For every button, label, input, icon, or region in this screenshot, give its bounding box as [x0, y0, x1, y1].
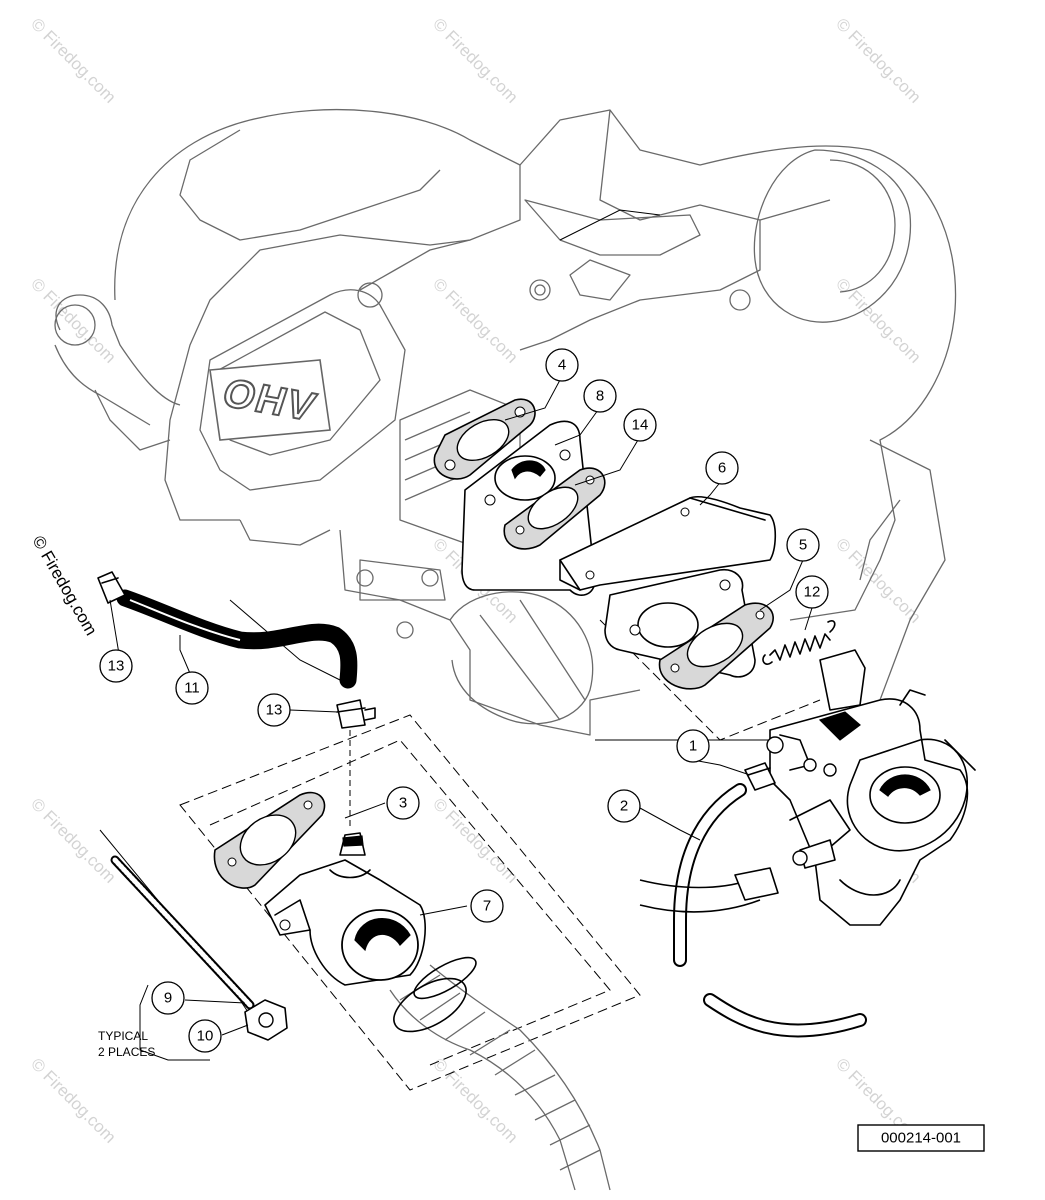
watermark-side-text: © Firedog.com — [29, 533, 101, 639]
watermark: © Firedog.com — [832, 274, 924, 366]
nut-part-10 — [244, 999, 288, 1041]
watermark: © Firedog.com — [429, 274, 521, 366]
bolt-part-9 — [110, 855, 255, 1010]
watermark: © Firedog.com — [27, 1054, 119, 1146]
callout-2: 2 — [607, 789, 641, 823]
clamp-part-13-center — [336, 699, 376, 729]
gasket-part-4 — [433, 398, 536, 480]
callout-8: 8 — [583, 379, 617, 413]
bracket-part-6 — [559, 495, 777, 591]
callout-9: 9 — [151, 981, 185, 1015]
callout-11-label: 11 — [184, 680, 200, 697]
callout-14: 14 — [623, 408, 657, 442]
typical-note-line2: 2 PLACES — [98, 1045, 155, 1059]
clamp-part-1 — [744, 762, 776, 791]
watermark-side: © Firedog.com — [29, 533, 101, 639]
callout-2-label: 2 — [620, 798, 628, 815]
watermark: © Firedog.com — [429, 1054, 521, 1146]
reference-number: 000214-001 — [881, 1130, 961, 1147]
callout-13-center: 13 — [257, 693, 291, 727]
spring-part-12 — [762, 620, 836, 665]
callout-3: 3 — [386, 786, 420, 820]
watermark: © Firedog.com — [27, 274, 119, 366]
gasket-part-3 — [213, 791, 326, 889]
callout-13-left: 13 — [99, 649, 133, 683]
callout-10-label: 10 — [197, 1028, 214, 1045]
callout-4: 4 — [545, 348, 579, 382]
typical-note-line1: TYPICAL — [98, 1029, 148, 1043]
callout-12-label: 12 — [804, 584, 821, 601]
callout-12: 12 — [795, 575, 829, 609]
callout-7-label: 7 — [483, 898, 491, 915]
gasket-part-5 — [658, 602, 774, 690]
callout-4-label: 4 — [558, 357, 566, 374]
watermark: © Firedog.com — [27, 14, 119, 106]
callout-6: 6 — [705, 451, 739, 485]
callout-13-center-label: 13 — [266, 702, 283, 719]
watermark: © Firedog.com — [832, 534, 924, 626]
watermark: © Firedog.com — [429, 794, 521, 886]
hose-part-11 — [116, 589, 358, 689]
callout-8-label: 8 — [596, 388, 604, 405]
typical-note: TYPICAL 2 PLACES — [98, 984, 210, 1061]
callout-1: 1 — [676, 729, 710, 763]
watermark: © Firedog.com — [27, 794, 119, 886]
callout-1-label: 1 — [689, 738, 697, 755]
clamp-part-13-left — [97, 571, 126, 604]
callout-7: 7 — [470, 889, 504, 923]
callout-3-label: 3 — [399, 795, 407, 812]
callouts: 4 8 14 6 5 12 1 2 3 7 13 13 11 9 10 — [99, 348, 829, 1053]
watermark: © Firedog.com — [429, 14, 521, 106]
callout-5: 5 — [786, 528, 820, 562]
carburetor — [766, 649, 976, 926]
air-intake-hose — [389, 956, 611, 1191]
fuel-line-part-2 — [639, 783, 867, 1038]
intake-elbow-part-7 — [264, 832, 426, 986]
callout-11: 11 — [175, 671, 209, 705]
gasket-part-14 — [503, 467, 606, 550]
engine-background — [54, 108, 957, 761]
ohv-badge: OHV — [209, 359, 331, 441]
watermark: © Firedog.com — [832, 14, 924, 106]
callout-14-label: 14 — [632, 417, 649, 434]
callout-13-left-label: 13 — [108, 658, 125, 675]
reference-number-box: 000214-001 — [857, 1124, 985, 1152]
callout-5-label: 5 — [799, 537, 807, 554]
callout-6-label: 6 — [718, 460, 726, 477]
callout-leaders — [109, 379, 813, 1036]
callout-9-label: 9 — [164, 990, 172, 1007]
callout-10: 10 — [188, 1019, 222, 1053]
